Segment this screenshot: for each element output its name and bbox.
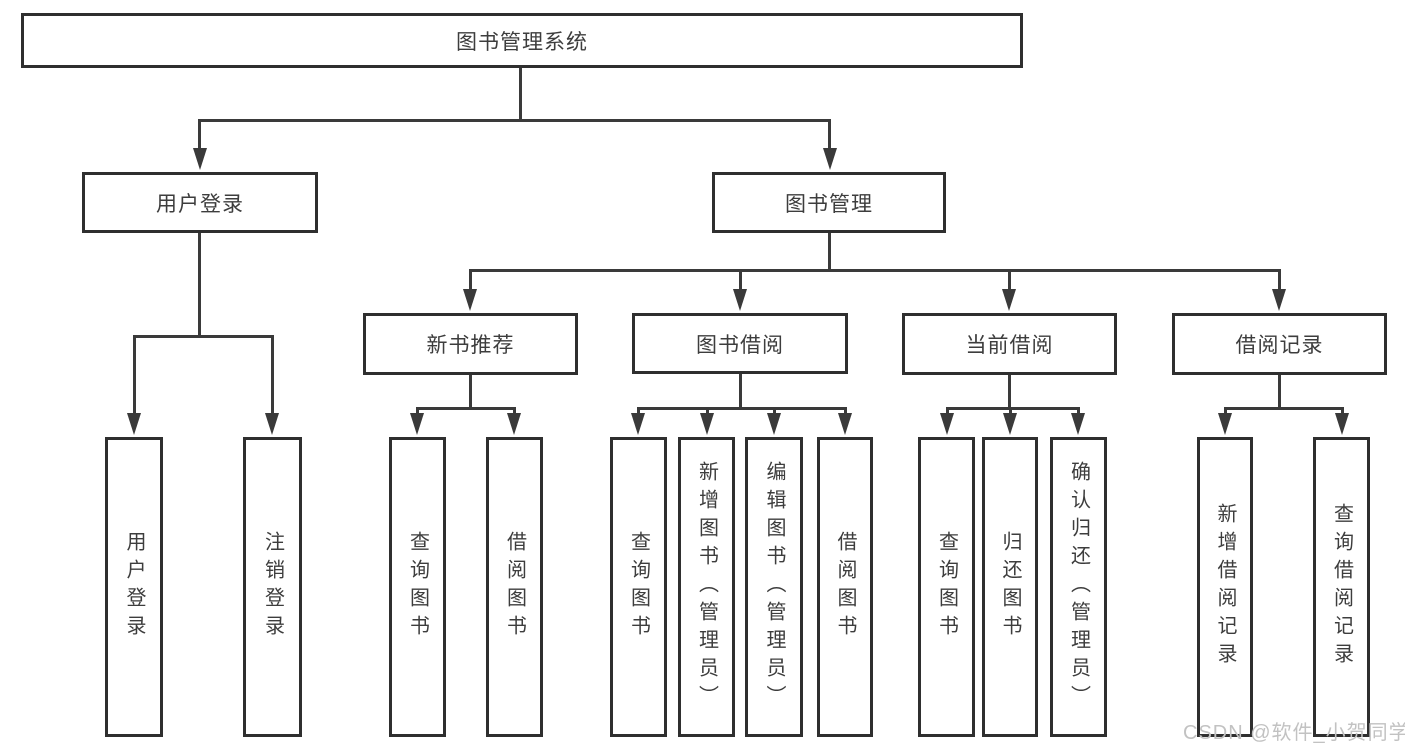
connector-line [1224,407,1343,410]
connector-line [416,407,516,410]
arrow-down-icon [700,413,714,435]
arrow-down-icon [1002,289,1016,311]
arrow-down-icon [767,413,781,435]
arrow-down-icon [823,148,837,170]
node-new-book-recommend: 新书推荐 [363,313,578,375]
leaf-query-books-2: 查询图书 [610,437,667,737]
leaf-logout: 注销登录 [243,437,302,737]
connector-line [469,375,472,410]
node-label: 归还图书 [999,531,1021,643]
connector-line [828,119,831,151]
connector-line [739,374,742,410]
arrow-down-icon [940,413,954,435]
node-label: 查询图书 [406,531,429,643]
connector-line [773,407,776,416]
connector-line [1009,407,1012,416]
arrow-down-icon [1071,413,1085,435]
node-label: 确认归还（管理员） [1067,461,1090,713]
node-label: 新增图书（管理员） [695,461,718,713]
arrow-down-icon [127,413,141,435]
node-label: 图书借阅 [696,333,784,357]
connector-line [271,335,274,415]
connector-line [739,269,742,292]
node-label: 注销登录 [261,531,284,643]
leaf-user-login: 用户登录 [105,437,163,737]
connector-line [637,407,640,416]
connector-line [1278,269,1281,292]
arrow-down-icon [733,289,747,311]
arrow-down-icon [193,148,207,170]
node-label: 图书管理系统 [456,30,588,54]
node-label: 查询图书 [935,531,958,643]
node-label: 借阅图书 [503,531,526,643]
connector-line [946,407,1079,410]
connector-line [513,407,516,416]
connector-line [637,407,847,410]
node-book-management: 图书管理 [712,172,946,233]
connector-line [469,269,1281,272]
leaf-add-borrow-record: 新增借阅记录 [1197,437,1253,737]
arrow-down-icon [410,413,424,435]
connector-line [1008,375,1011,410]
node-label: 查询图书 [627,531,650,643]
connector-line [706,407,709,416]
leaf-edit-books-admin: 编辑图书（管理员） [745,437,803,737]
node-library-system: 图书管理系统 [21,13,1023,68]
connector-line [1341,407,1344,416]
connector-line [519,68,522,122]
leaf-borrow-books-2: 借阅图书 [817,437,873,737]
arrow-down-icon [838,413,852,435]
leaf-borrow-books-1: 借阅图书 [486,437,543,737]
node-current-borrow: 当前借阅 [902,313,1117,375]
arrow-down-icon [1335,413,1349,435]
connector-line [198,233,201,338]
connector-line [469,269,472,292]
connector-line [133,335,136,415]
node-book-borrow: 图书借阅 [632,313,848,374]
connector-line [1008,269,1011,292]
arrow-down-icon [1272,289,1286,311]
leaf-return-books: 归还图书 [982,437,1038,737]
csdn-watermark: CSDN @软件_小贺同学 [1183,722,1405,744]
connector-line [133,335,274,338]
connector-line [1224,407,1227,416]
node-label: 当前借阅 [965,334,1054,357]
arrow-down-icon [507,413,521,435]
leaf-add-books-admin: 新增图书（管理员） [678,437,735,737]
connector-line [198,119,201,151]
leaf-query-books-3: 查询图书 [918,437,975,737]
node-label: 查询借阅记录 [1330,503,1353,671]
connector-line [198,119,831,122]
node-label: 借阅记录 [1235,334,1324,357]
node-label: 图书管理 [785,192,873,216]
connector-line [416,407,419,416]
node-borrow-records: 借阅记录 [1172,313,1387,375]
leaf-confirm-return-admin: 确认归还（管理员） [1050,437,1107,737]
arrow-down-icon [265,413,279,435]
leaf-query-books-1: 查询图书 [389,437,446,737]
arrow-down-icon [631,413,645,435]
node-label: 编辑图书（管理员） [763,461,785,713]
node-label: 借阅图书 [834,531,856,643]
connector-line [1077,407,1080,416]
node-label: 新书推荐 [426,334,515,357]
connector-line [828,233,831,272]
node-label: 用户登录 [123,531,145,643]
arrow-down-icon [1218,413,1232,435]
node-label: 新增借阅记录 [1214,503,1236,671]
connector-line [844,407,847,416]
arrow-down-icon [1003,413,1017,435]
connector-line [1278,375,1281,410]
leaf-query-borrow-record: 查询借阅记录 [1313,437,1370,737]
node-label: 用户登录 [156,192,244,216]
arrow-down-icon [463,289,477,311]
connector-line [946,407,949,416]
node-user-login: 用户登录 [82,172,318,233]
